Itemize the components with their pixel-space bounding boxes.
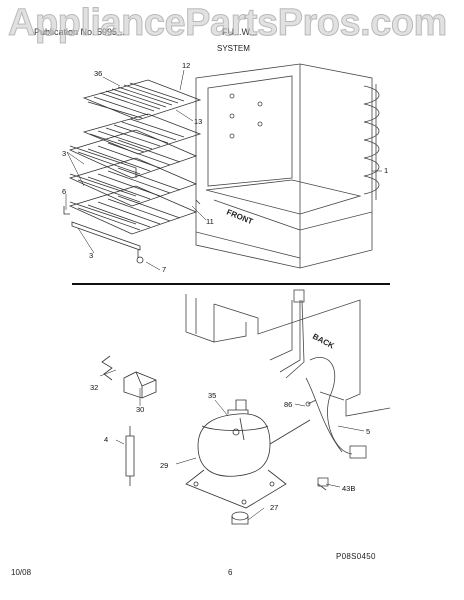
page-number: 6 [228,568,233,577]
callout-12: 12 [182,61,190,70]
shelf-stack [63,79,202,264]
callout-86: 86 [284,400,292,409]
callout-1: 1 [384,166,388,175]
cabinet-drawing [195,63,380,269]
callout-36: 36 [94,69,102,78]
front-label: FRONT [225,208,254,227]
callout-43b: 43B [342,484,355,493]
callout-32: 32 [90,383,98,392]
compressor-compartment [185,289,391,491]
callout-35: 35 [208,391,216,400]
callout-27: 27 [270,503,278,512]
callout-11: 11 [206,217,214,226]
model-number: FU...W... [222,27,257,37]
callout-6: 6 [62,187,66,196]
back-label: BACK [311,332,336,351]
compressor-parts [101,355,311,525]
section-divider [72,283,390,285]
publication-number: Publication No. 5995... [34,27,125,37]
callout-29: 29 [160,461,168,470]
callout-3-lower: 3 [89,251,93,260]
callout-5: 5 [366,427,370,436]
callout-30: 30 [136,405,144,414]
callout-4: 4 [104,435,108,444]
diagram-code: P08S0450 [336,552,376,561]
callout-7: 7 [162,265,166,274]
footer-date: 10/08 [11,568,32,577]
section-title: SYSTEM [217,44,250,53]
callout-13: 13 [194,117,202,126]
callout-3-upper: 3 [62,149,66,158]
